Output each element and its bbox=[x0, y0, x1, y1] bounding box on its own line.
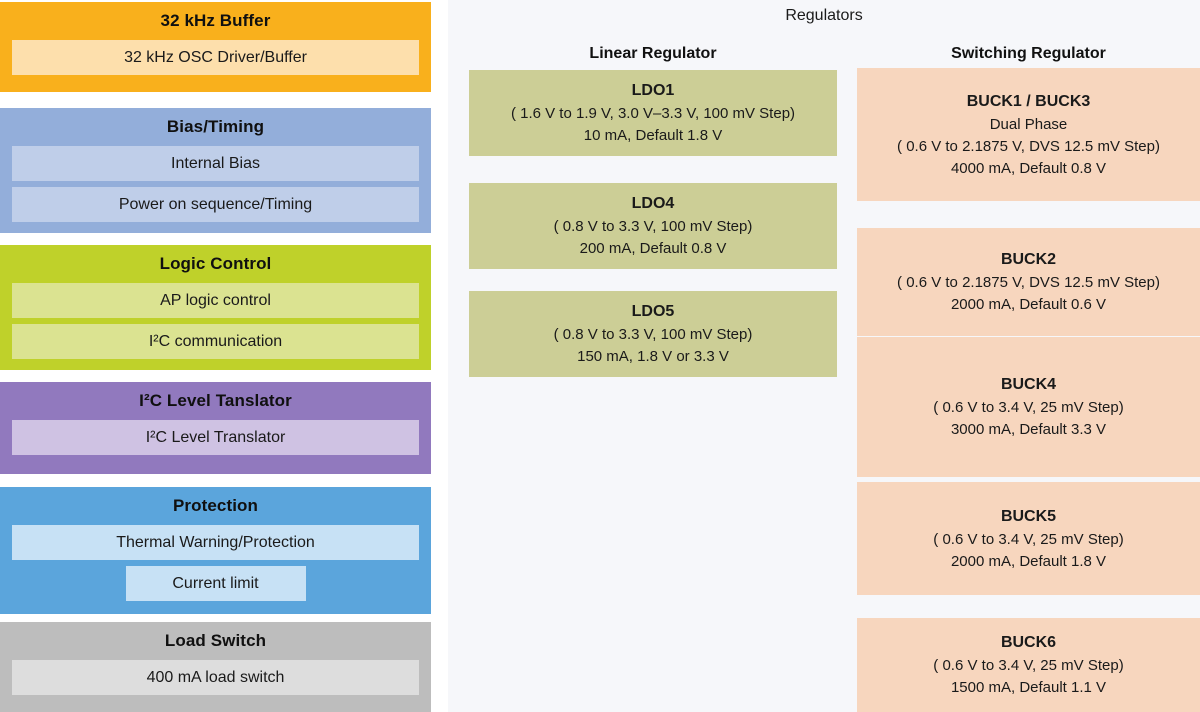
regulator-spec-line: ( 0.6 V to 2.1875 V, DVS 12.5 mV Step) bbox=[897, 137, 1160, 155]
function-block-row: Internal Bias bbox=[12, 146, 419, 181]
function-block-title: Load Switch bbox=[164, 631, 267, 650]
regulators-panel: Regulators Linear Regulator Switching Re… bbox=[448, 0, 1200, 712]
regulator-spec-line: 150 mA, 1.8 V or 3.3 V bbox=[577, 348, 729, 365]
regulator-spec-line: ( 0.6 V to 3.4 V, 25 mV Step) bbox=[933, 657, 1124, 674]
regulator-spec-line: ( 1.6 V to 1.9 V, 3.0 V–3.3 V, 100 mV St… bbox=[510, 105, 796, 122]
function-block-title: Protection bbox=[172, 496, 259, 515]
regulator-name: BUCK5 bbox=[1000, 507, 1057, 525]
switching-regulator-box: BUCK5 ( 0.6 V to 3.4 V, 25 mV Step) 2000 m… bbox=[857, 482, 1200, 595]
function-block-row: AP logic control bbox=[12, 283, 419, 318]
function-block-title: 32 kHz Buffer bbox=[160, 11, 271, 30]
regulators-title: Regulators bbox=[785, 7, 863, 24]
linear-regulator-box: LDO1 ( 1.6 V to 1.9 V, 3.0 V–3.3 V, 100 m… bbox=[469, 70, 837, 156]
function-block-row: 32 kHz OSC Driver/Buffer bbox=[12, 40, 419, 75]
function-block-title: I²C Level Tanslator bbox=[139, 391, 292, 410]
linear-regulator-box: LDO5 ( 0.8 V to 3.3 V, 100 mV Step) 150 mA… bbox=[469, 291, 837, 377]
regulator-name: BUCK4 bbox=[1000, 376, 1057, 393]
function-block-row: I²C Level Translator bbox=[12, 420, 419, 455]
function-block-row: Current limit bbox=[125, 566, 306, 601]
function-block-row: Thermal Warning/Protection bbox=[12, 525, 419, 560]
regulator-spec-line: ( 0.6 V to 3.4 V, 25 mV Step) bbox=[933, 399, 1124, 416]
regulator-spec-line: 2000 mA, Default 1.8 V bbox=[950, 552, 1107, 570]
regulator-spec-line: ( 0.8 V to 3.3 V, 100 mV Step) bbox=[553, 326, 753, 343]
regulator-spec-line: ( 0.6 V to 3.4 V, 25 mV Step) bbox=[933, 530, 1124, 548]
regulator-spec-line: 3000 mA, Default 3.3 V bbox=[950, 421, 1107, 438]
regulator-spec-line: 200 mA, Default 0.8 V bbox=[579, 240, 727, 257]
switching-regulator-box: BUCK6 ( 0.6 V to 3.4 V, 25 mV Step) 1500 m… bbox=[857, 618, 1200, 712]
regulator-spec-line: 10 mA, Default 1.8 V bbox=[583, 127, 723, 144]
regulator-name: BUCK2 bbox=[1000, 251, 1057, 268]
function-block: Load Switch 400 mA load switch bbox=[0, 622, 431, 712]
regulator-name: LDO5 bbox=[631, 303, 675, 320]
linear-regulator-heading: Linear Regulator bbox=[589, 45, 717, 62]
regulator-spec-line: 2000 mA, Default 0.6 V bbox=[950, 296, 1107, 313]
function-block-row: Power on sequence/Timing bbox=[12, 187, 419, 222]
linear-regulator-box: LDO4 ( 0.8 V to 3.3 V, 100 mV Step) 200 mA… bbox=[469, 183, 837, 269]
function-block: 32 kHz Buffer 32 kHz OSC Driver/Buffer bbox=[0, 2, 431, 92]
function-block-row: 400 mA load switch bbox=[12, 660, 419, 695]
regulator-spec-line: ( 0.6 V to 2.1875 V, DVS 12.5 mV Step) bbox=[897, 274, 1160, 291]
switching-regulator-box: BUCK2 ( 0.6 V to 2.1875 V, DVS 12.5 mV St… bbox=[857, 228, 1200, 336]
regulator-name: BUCK6 bbox=[1000, 634, 1057, 651]
regulator-name: BUCK1 / BUCK3 bbox=[966, 92, 1091, 110]
regulator-spec-line: 4000 mA, Default 0.8 V bbox=[950, 159, 1107, 177]
function-block-title: Bias/Timing bbox=[166, 117, 265, 136]
regulator-name: LDO4 bbox=[631, 195, 675, 212]
regulator-spec-line: Dual Phase bbox=[989, 115, 1068, 133]
function-block-row: I²C communication bbox=[12, 324, 419, 359]
regulator-name: LDO1 bbox=[631, 82, 675, 99]
function-block-title: Logic Control bbox=[159, 254, 272, 273]
regulator-spec-line: 1500 mA, Default 1.1 V bbox=[950, 679, 1107, 696]
switching-regulator-heading: Switching Regulator bbox=[951, 45, 1106, 62]
regulator-spec-line: ( 0.8 V to 3.3 V, 100 mV Step) bbox=[553, 218, 753, 235]
switching-regulator-box: BUCK4 ( 0.6 V to 3.4 V, 25 mV Step) 3000 m… bbox=[857, 337, 1200, 477]
